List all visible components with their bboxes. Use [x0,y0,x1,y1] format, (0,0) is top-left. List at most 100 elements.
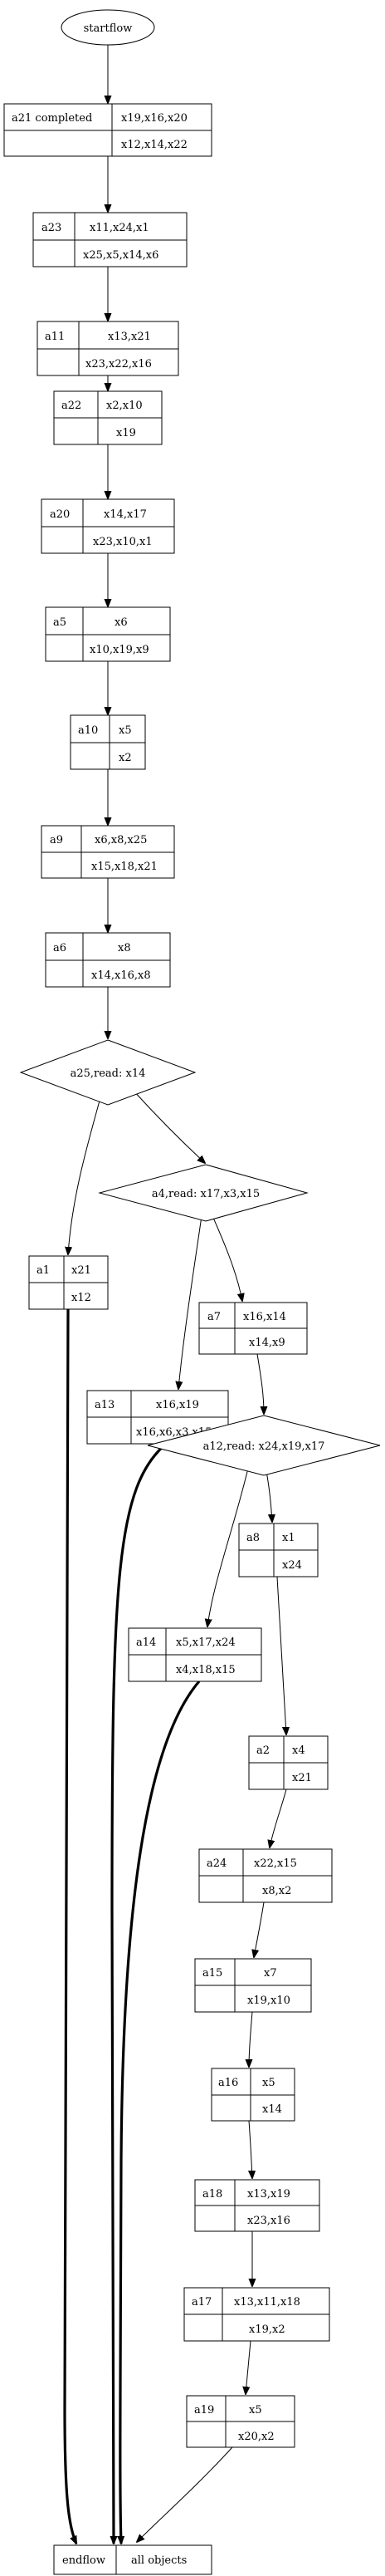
start-label: startflow [84,22,133,35]
node-a1: a1 x21 x12 [28,1255,109,1310]
node-a18-name: a18 [202,2188,222,2201]
node-a2-top: x4 [292,1744,305,1757]
node-a5-bottom: x10,x19,x9 [90,644,149,656]
node-a10-top: x5 [119,724,132,737]
edge-a1-end [63,1308,78,2544]
start-node: startflow [61,9,155,46]
node-a20-top: x14,x17 [104,508,147,521]
node-a13-name: a13 [95,1399,115,1411]
end-left-label: endflow [62,2554,105,2567]
edge-a17-a19 [246,2340,251,2394]
node-a11-top: x13,x21 [108,331,151,343]
node-a11-name: a11 [45,331,65,343]
edge-a15-a16 [249,2011,252,2067]
node-a17-bottom: x19,x2 [249,2323,285,2336]
node-a18-bottom: x23,x16 [247,2215,290,2227]
edge-a8-a2 [276,1576,286,1735]
node-a2: a2 x4 x21 [248,1735,329,1790]
node-a24: a24 x22,x15 x8,x2 [198,1848,333,1903]
node-a9: a9 x6,x8,x25 x15,x18,x21 [41,825,175,879]
node-a16: a16 x5 x14 [211,2068,295,2122]
node-a5: a5 x6 x10,x19,x9 [45,606,171,662]
decision-a12: a12,read: x24,x19,x17 [147,1415,381,1476]
node-a10: a10 x5 x2 [70,714,146,770]
decision-a25-label: a25,read: x14 [71,1067,146,1080]
node-a14-name: a14 [136,1636,156,1649]
edge-a14-end [120,1680,201,2544]
node-a24-bottom: x8,x2 [262,1885,291,1897]
node-a22-name: a22 [61,400,81,412]
node-a5-top: x6 [115,616,128,629]
node-a21: a21 completed x19,x16,x20 x12,x14,x22 [3,103,212,157]
node-a20-name: a20 [50,508,70,521]
edge-a19-end [137,2446,233,2542]
node-a5-name: a5 [53,616,66,629]
node-a2-bottom: x21 [292,1772,312,1784]
node-a23-name: a23 [41,222,61,234]
node-a8-bottom: x24 [282,1559,302,1572]
edge-a25-a1 [68,1100,100,1254]
node-a22: a22 x2,x10 x19 [53,390,163,445]
edge-a4-a13 [178,1204,204,1389]
node-a19-name: a19 [194,2404,214,2417]
node-a11: a11 x13,x21 x23,x22,x16 [37,321,179,376]
node-a17-top: x13,x11,x18 [234,2296,300,2309]
node-a8-top: x1 [282,1532,295,1544]
edge-a2-a24 [270,1788,287,1847]
node-a24-top: x22,x15 [254,1857,297,1870]
node-a7-top: x16,x14 [243,1311,286,1323]
edges [63,45,287,2544]
decision-a25: a25,read: x14 [19,1039,197,1106]
node-a14-top: x5,x17,x24 [176,1636,236,1649]
node-a14: a14 x5,x17,x24 x4,x18,x15 [128,1627,262,1682]
node-a15-bottom: x19,x10 [247,1995,290,2007]
node-a7-name: a7 [207,1311,221,1323]
node-a21-bottom: x12,x14,x22 [121,139,188,151]
node-a17-name: a17 [192,2296,212,2309]
node-a16-name: a16 [218,2077,238,2089]
node-a18-top: x13,x19 [247,2188,290,2201]
node-a16-top: x5 [262,2077,275,2089]
node-a23-bottom: x25,x5,x14,x6 [83,249,158,262]
decision-a12-label: a12,read: x24,x19,x17 [203,1440,325,1453]
node-a21-name: a21 completed [12,112,92,125]
node-a19-bottom: x20,x2 [238,2431,275,2443]
node-a6-top: x8 [118,942,131,954]
node-a1-bottom: x12 [71,1292,91,1304]
start-ellipse [61,9,155,46]
node-a19: a19 x5 x20,x2 [186,2395,295,2448]
node-a11-bottom: x23,x22,x16 [85,358,152,370]
node-a14-bottom: x4,x18,x15 [176,1664,236,1676]
end-right-label: all objects [131,2554,187,2567]
node-a2-name: a2 [256,1744,270,1757]
node-a7: a7 x16,x14 x14,x9 [198,1302,308,1355]
node-a15-top: x7 [264,1967,277,1980]
decision-a4-label: a4,read: x17,x3,x15 [152,1188,260,1200]
node-a9-top: x6,x8,x25 [95,834,147,846]
node-a18: a18 x13,x19 x23,x16 [194,2179,320,2232]
node-a21-top: x19,x16,x20 [121,112,188,125]
node-a9-name: a9 [50,834,63,846]
node-a8: a8 x1 x24 [238,1523,319,1577]
node-a22-bottom: x19 [116,427,136,439]
node-a23: a23 x11,x24,x1 x25,x5,x14,x6 [32,212,188,267]
node-a15: a15 x7 x19,x10 [194,1958,312,2013]
node-a23-top: x11,x24,x1 [90,222,149,234]
node-a17: a17 x13,x11,x18 x19,x2 [183,2287,330,2342]
end-node: endflow all objects [53,2544,212,2575]
decision-a4: a4,read: x17,x3,x15 [98,1164,309,1222]
node-a9-bottom: x15,x18,x21 [91,861,158,873]
edge-a13-end [112,1442,168,2544]
node-a20-bottom: x23,x10,x1 [93,536,153,548]
node-a22-top: x2,x10 [106,400,143,412]
node-a24-name: a24 [207,1857,227,1870]
edge-a7-a12 [256,1353,264,1414]
node-a7-bottom: x14,x9 [249,1337,285,1349]
node-a19-top: x5 [249,2404,262,2417]
edge-a24-a15 [254,1901,265,1957]
node-a16-bottom: x14 [262,2103,282,2116]
node-a1-top: x21 [71,1264,91,1277]
node-a6-name: a6 [53,942,66,954]
edge-a16-a18 [249,2120,252,2178]
